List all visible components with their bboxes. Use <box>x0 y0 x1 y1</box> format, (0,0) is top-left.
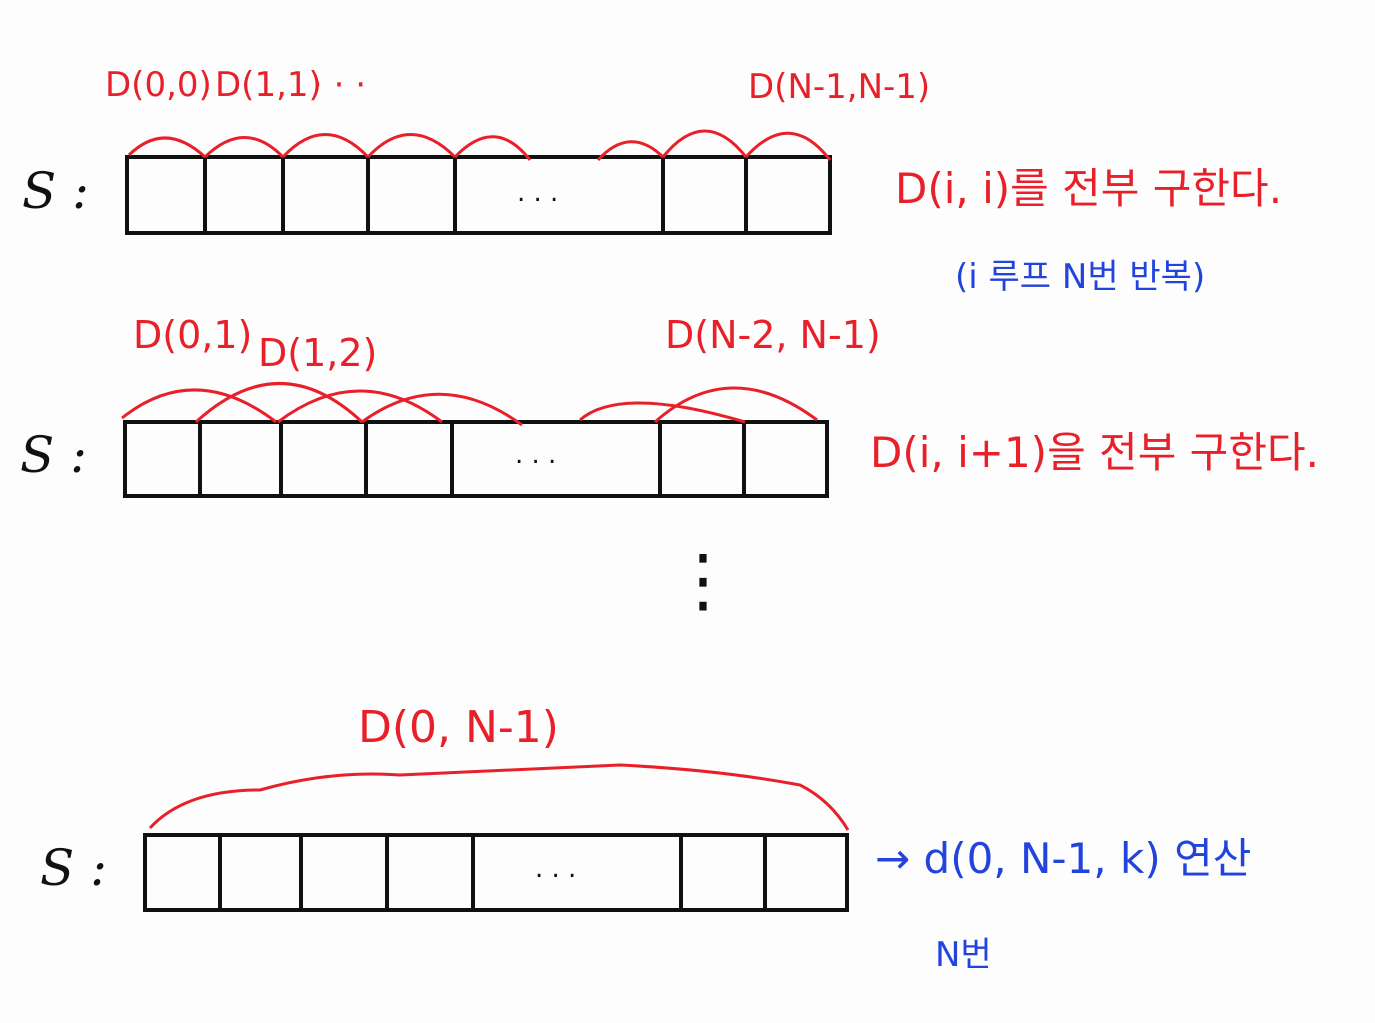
label-d-n2-n1: D(N-2, N-1) <box>665 313 881 357</box>
range-arc <box>744 131 832 161</box>
array-ellipsis-row-2: . . . <box>515 440 557 470</box>
array-row-1-outline <box>125 155 832 235</box>
label-ellipsis: · · · <box>312 65 367 105</box>
subnote-row-1: (i 루프 N번 반복) <box>955 257 1206 297</box>
range-arc <box>281 133 370 159</box>
range-arc <box>127 136 207 159</box>
string-label-row-3: S : <box>40 839 107 897</box>
range-arc <box>654 386 818 424</box>
range-arc <box>596 140 665 162</box>
array-row-1 <box>125 155 832 235</box>
array-row-2-outline <box>123 420 829 498</box>
label-d-0-n1: D(0, N-1) <box>358 702 559 753</box>
string-label-row-2: S : <box>20 426 87 484</box>
label-d-1-2: D(1,2) <box>258 331 378 375</box>
label-d-0-0: D(0,0) <box>105 65 212 105</box>
note-row-2: D(i, i+1)을 전부 구한다. <box>870 428 1319 477</box>
note-row-3: → d(0, N-1, k) 연산 <box>875 834 1252 883</box>
array-row-2-arcs <box>121 382 818 427</box>
array-row-2 <box>123 420 829 498</box>
array-row-3-outline <box>143 833 849 912</box>
full-range-arc <box>148 763 850 831</box>
range-arc <box>203 136 285 159</box>
range-arc <box>661 129 748 158</box>
subnote-row-3: N번 <box>935 935 992 975</box>
range-arc <box>194 382 364 424</box>
range-arc <box>361 392 523 427</box>
range-arc <box>366 133 457 159</box>
range-arc <box>453 135 532 161</box>
string-label-row-1: S : <box>22 162 89 220</box>
note-row-1: D(i, i)를 전부 구한다. <box>895 164 1283 213</box>
range-arc <box>121 388 277 424</box>
range-arc <box>277 389 443 424</box>
label-d-0-1: D(0,1) <box>133 313 253 357</box>
label-d-1-1: D(1,1) <box>215 65 322 105</box>
array-ellipsis-row-1: . . . <box>517 178 559 208</box>
array-row-3 <box>143 833 849 912</box>
array-row-1-arcs <box>127 129 832 162</box>
vertical-ellipsis: ⋮ <box>668 539 738 621</box>
label-d-n1-n1: D(N-1,N-1) <box>748 67 931 107</box>
range-arc <box>579 401 746 424</box>
array-ellipsis-row-3: . . . <box>535 854 577 884</box>
